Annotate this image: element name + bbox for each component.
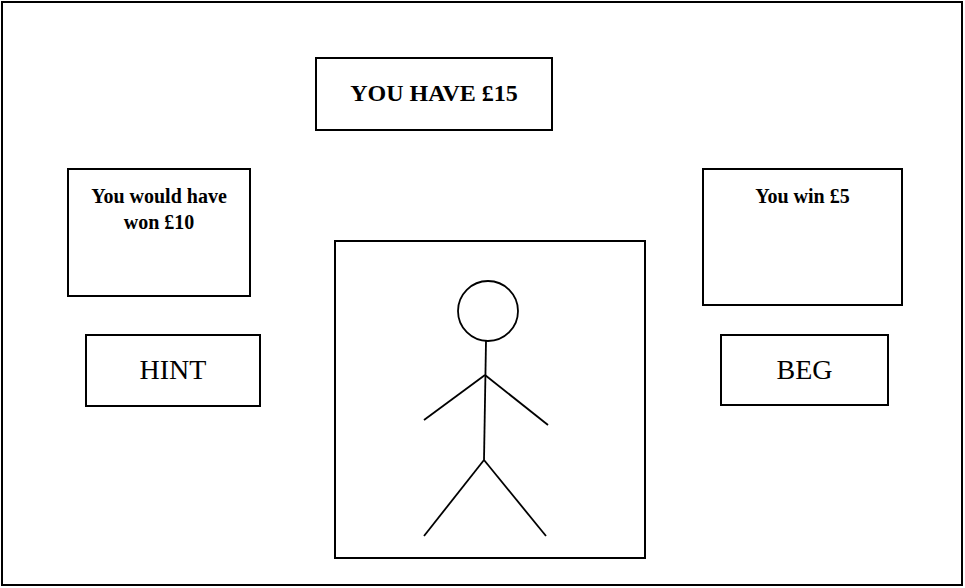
box-text: YOU HAVE £15: [350, 78, 518, 109]
stick-figure: [424, 281, 548, 536]
win-box: You win £5: [702, 168, 903, 306]
beg-button: BEG: [720, 334, 889, 406]
hint-button: HINT: [85, 334, 261, 407]
box-text: HINT: [140, 352, 207, 388]
missed-win-box: You would have won £10: [67, 168, 251, 297]
box-text: You win £5: [755, 183, 849, 209]
figure-frame: [335, 241, 645, 558]
balance-box: YOU HAVE £15: [315, 57, 553, 131]
box-text: You would have won £10: [77, 183, 241, 235]
box-text: BEG: [777, 352, 833, 388]
